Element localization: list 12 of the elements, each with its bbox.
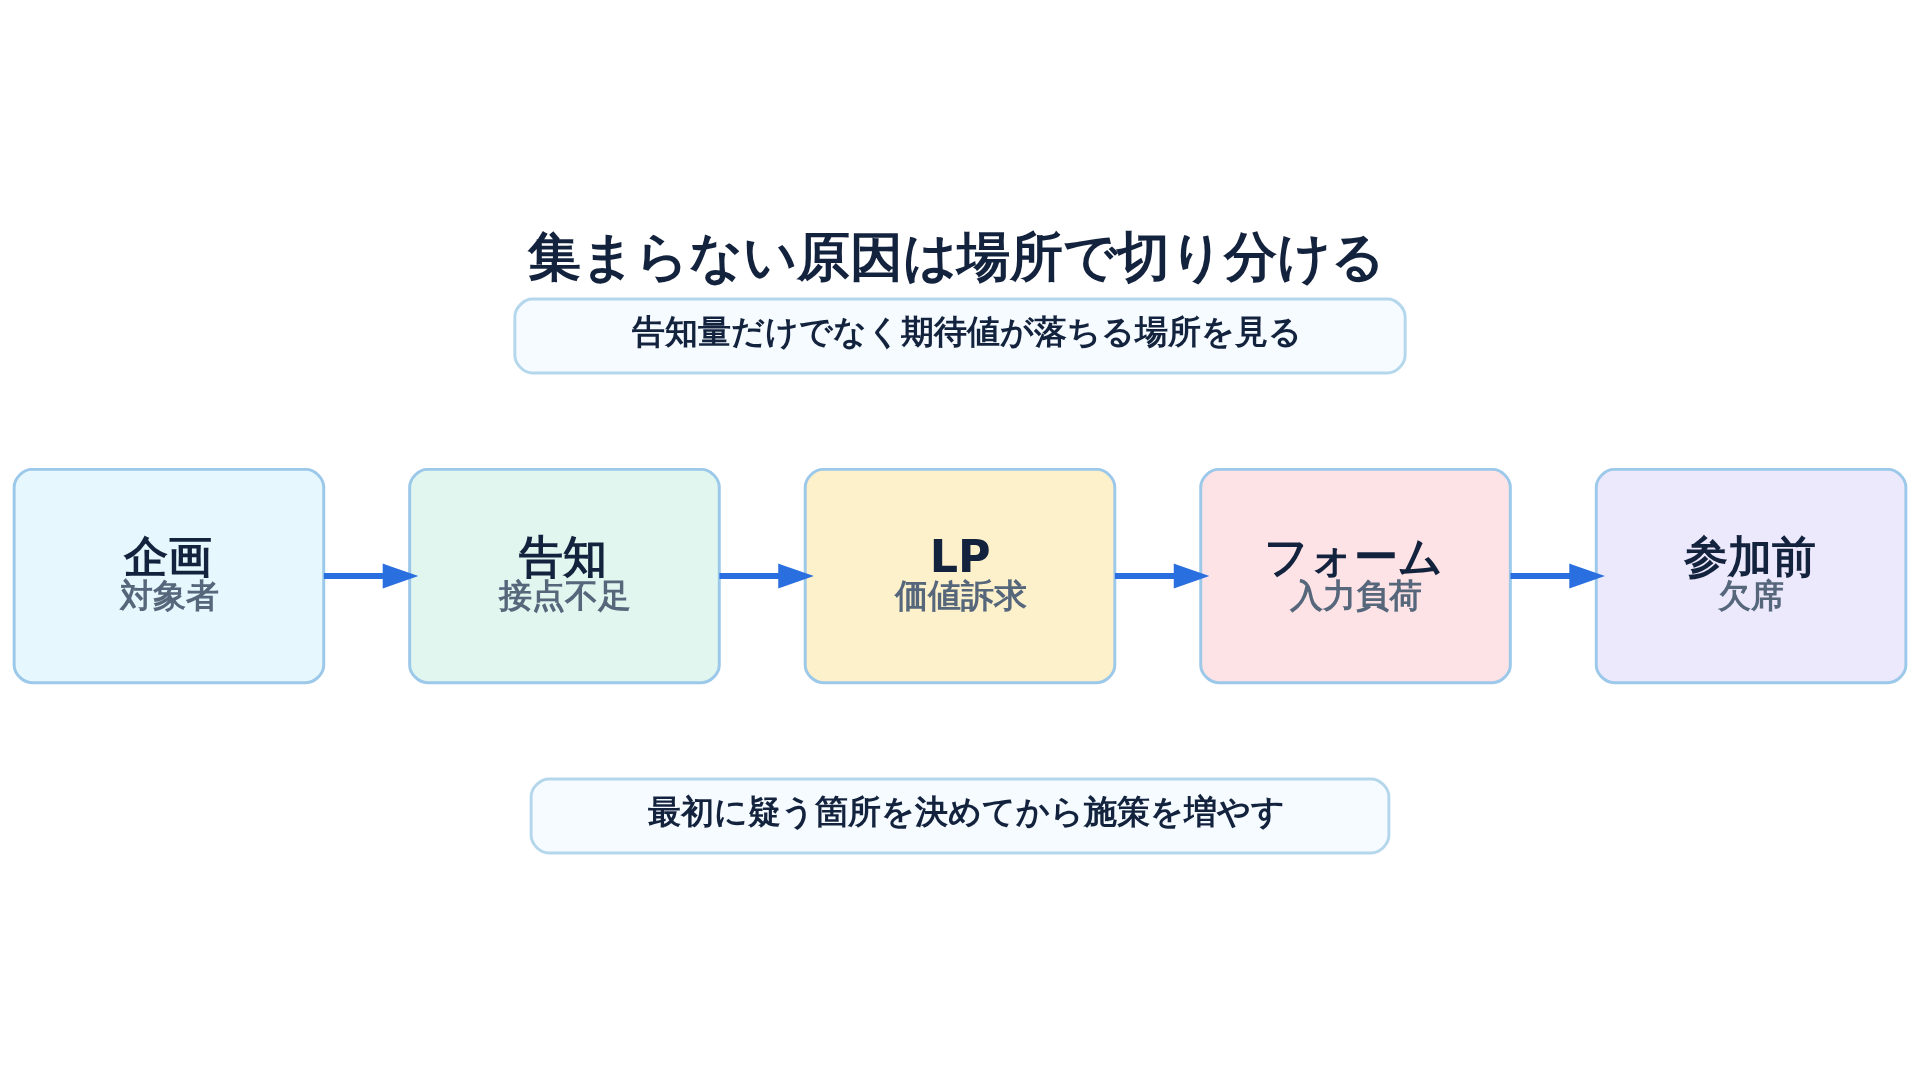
node-box: 参加前 欠席 [1594, 467, 1908, 684]
arrow [1114, 563, 1210, 589]
node-box: LP 価値訴求 [803, 467, 1117, 684]
diagram-title: 集まらない原因は場所で切り分ける [528, 224, 1386, 288]
arrow [1510, 563, 1605, 589]
arrow [719, 563, 814, 589]
arrow [323, 563, 419, 589]
node-box: フォーム 入力負荷 [1199, 467, 1512, 684]
node-box: 企画 対象者 [12, 467, 326, 684]
node-box: 告知 接点不足 [408, 467, 721, 684]
node-box: 最初に疑う箇所を決めてから施策を増やす [529, 777, 1391, 855]
node-box: 告知量だけでなく期待値が落ちる場所を見る [513, 297, 1407, 375]
